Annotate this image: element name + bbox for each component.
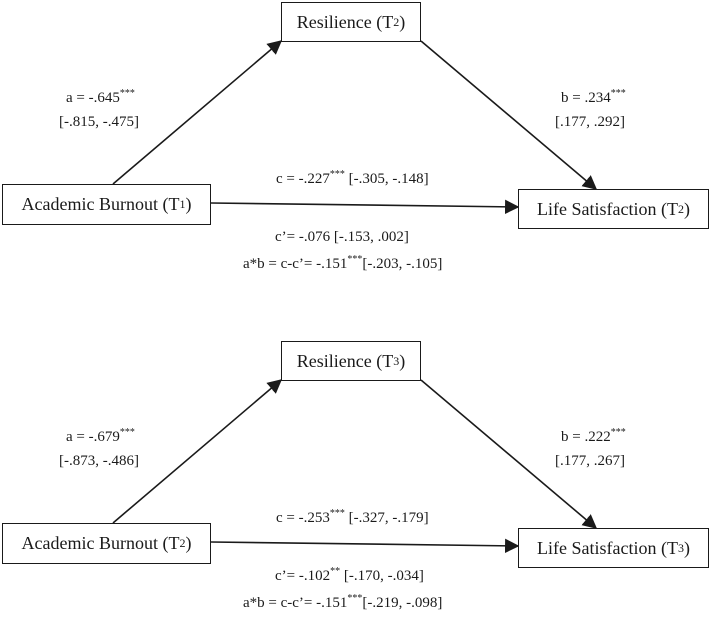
path-c-prime-ci: [-.170, -.034] [340, 568, 424, 584]
indirect-value: a*b = c-c’= -.151 [243, 595, 348, 611]
predictor-sub-open: (T [162, 533, 180, 553]
predictor-label: Academic Burnout [21, 194, 158, 214]
path-a-ci: [-.873, -.486] [59, 453, 139, 469]
path-arrows [112, 40, 598, 215]
arrow-a [112, 379, 283, 524]
outcome-label: Life Satisfaction [537, 537, 657, 558]
mediator-time-sub: 2 [393, 14, 400, 29]
arrow-c [210, 199, 520, 215]
path-c-coefficient: c = -.227*** [-.305, -.148] [276, 170, 429, 188]
outcome-time-sub: 3 [677, 540, 684, 555]
outcome-sub-open: (T [660, 198, 678, 219]
outcome-sub-close: ) [683, 198, 690, 219]
path-c-coefficient: c = -.253*** [-.327, -.179] [276, 509, 429, 527]
path-b-sig: *** [610, 88, 626, 99]
path-a-coefficient: a = -.645*** [66, 89, 135, 107]
indirect-ci: [-.219, -.098] [362, 595, 443, 611]
path-c-prime-coefficient: c’= -.102** [-.170, -.034] [275, 567, 424, 585]
indirect-value: a*b = c-c’= -.151 [243, 256, 348, 272]
path-a-value: a = -.645 [66, 90, 120, 106]
path-c-prime-value: c’= -.102 [275, 568, 331, 584]
indirect-sig: *** [347, 593, 363, 604]
mediator-sub-open: (T [376, 11, 394, 32]
arrow-b [420, 379, 598, 529]
outcome-label: Life Satisfaction [537, 198, 657, 219]
path-a-sig: *** [119, 88, 135, 99]
mediator-label: Resilience [296, 350, 372, 371]
path-a-ci: [-.815, -.475] [59, 114, 139, 130]
path-b-coefficient: b = .234*** [561, 89, 626, 107]
indirect-effect: a*b = c-c’= -.151***[-.219, -.098] [243, 594, 442, 612]
path-b-value: b = .222 [561, 429, 611, 445]
outcome-sub-close: ) [683, 537, 690, 558]
predictor-sub-close: ) [185, 194, 192, 214]
path-b-sig: *** [610, 427, 626, 438]
indirect-sig: *** [347, 254, 363, 265]
path-b-value: b = .234 [561, 90, 611, 106]
predictor-time-sub: 2 [179, 536, 186, 550]
predictor-sub-close: ) [185, 533, 192, 553]
indirect-effect: a*b = c-c’= -.151***[-.203, -.105] [243, 255, 442, 273]
arrow-c [210, 538, 520, 554]
path-c-prime-sig: ** [330, 566, 341, 577]
path-c-prime-value: c’= -.076 [275, 229, 331, 245]
path-a-value: a = -.679 [66, 429, 120, 445]
predictor-sub-open: (T [162, 194, 180, 214]
arrow-b [420, 40, 598, 190]
path-arrows [112, 379, 598, 554]
path-b-ci: [.177, .292] [555, 114, 625, 130]
mediator-time-sub: 3 [393, 353, 400, 368]
path-c-value: c = -.227 [276, 171, 330, 187]
mediator-sub-close: ) [399, 350, 406, 371]
predictor-label: Academic Burnout [21, 533, 158, 553]
path-c-prime-ci: [-.153, .002] [330, 229, 409, 245]
path-c-sig: *** [329, 169, 345, 180]
arrow-a [112, 40, 283, 185]
path-c-value: c = -.253 [276, 510, 330, 526]
mediator-sub-close: ) [399, 11, 406, 32]
path-a-coefficient: a = -.679*** [66, 428, 135, 446]
path-a-sig: *** [119, 427, 135, 438]
path-c-prime-coefficient: c’= -.076 [-.153, .002] [275, 228, 409, 246]
path-c-ci: [-.305, -.148] [344, 171, 429, 187]
path-b-coefficient: b = .222*** [561, 428, 626, 446]
path-b-ci: [.177, .267] [555, 453, 625, 469]
predictor-time-sub: 1 [179, 197, 186, 211]
path-c-ci: [-.327, -.179] [344, 510, 429, 526]
path-c-sig: *** [329, 508, 345, 519]
outcome-sub-open: (T [660, 537, 678, 558]
outcome-time-sub: 2 [677, 201, 684, 216]
mediator-sub-open: (T [376, 350, 394, 371]
indirect-ci: [-.203, -.105] [362, 256, 443, 272]
mediator-label: Resilience [296, 11, 372, 32]
